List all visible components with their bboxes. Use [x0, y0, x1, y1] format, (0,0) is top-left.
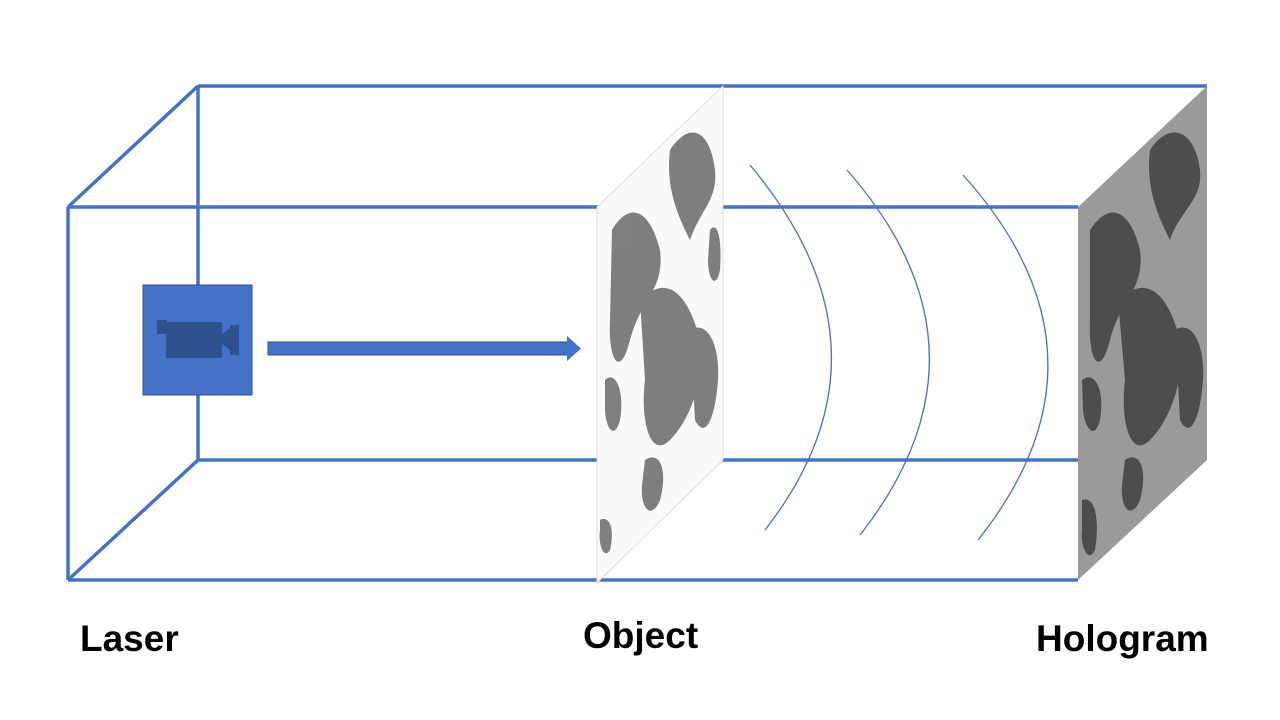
- box-frame: [66, 84, 1207, 582]
- top-left-diagonal: [66, 84, 200, 209]
- laser-label: Laser: [80, 618, 179, 659]
- wavefront-2: [846, 169, 931, 536]
- object-label: Object: [583, 615, 699, 656]
- wavefronts: [749, 164, 1049, 541]
- laser-source: [142, 284, 253, 396]
- wavefront-1: [749, 164, 833, 531]
- bottom-left-diagonal: [66, 458, 200, 582]
- wavefront-3: [962, 174, 1049, 541]
- beam-arrow: [267, 336, 581, 361]
- hologram-plane: [1078, 86, 1207, 580]
- hologram-label: Hologram: [1036, 618, 1209, 659]
- video-camera-icon: [157, 320, 239, 358]
- object-plane: [596, 84, 724, 585]
